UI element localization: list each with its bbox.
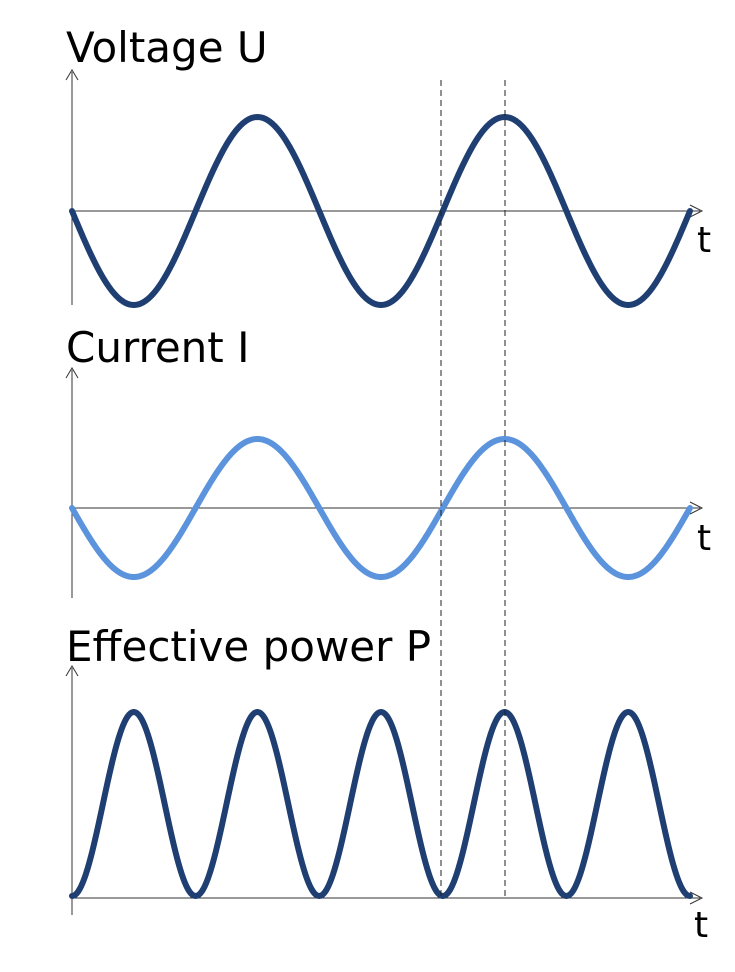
time-label-power: t [694, 905, 708, 946]
current-curve [69, 436, 693, 580]
time-axis-arrow-power [689, 891, 704, 905]
y-axis-arrow-current [65, 367, 79, 379]
panel-title-current: Current I [66, 323, 249, 372]
time-label-voltage: t [697, 220, 711, 261]
panel-title-power: Effective power P [66, 622, 431, 671]
time-axis-arrow-voltage [689, 204, 704, 218]
panel-current: Current I t [65, 323, 711, 598]
time-axis-arrow-current [689, 501, 704, 515]
voltage-curve [69, 114, 693, 308]
panel-voltage: Voltage U t [65, 23, 711, 308]
time-label-current: t [697, 518, 711, 559]
panel-title-voltage: Voltage U [66, 23, 268, 72]
y-axis-arrow-voltage [65, 69, 79, 81]
power-curve [69, 709, 693, 899]
y-axis-arrow-power [65, 665, 79, 677]
panel-power: Effective power P t [65, 622, 708, 946]
